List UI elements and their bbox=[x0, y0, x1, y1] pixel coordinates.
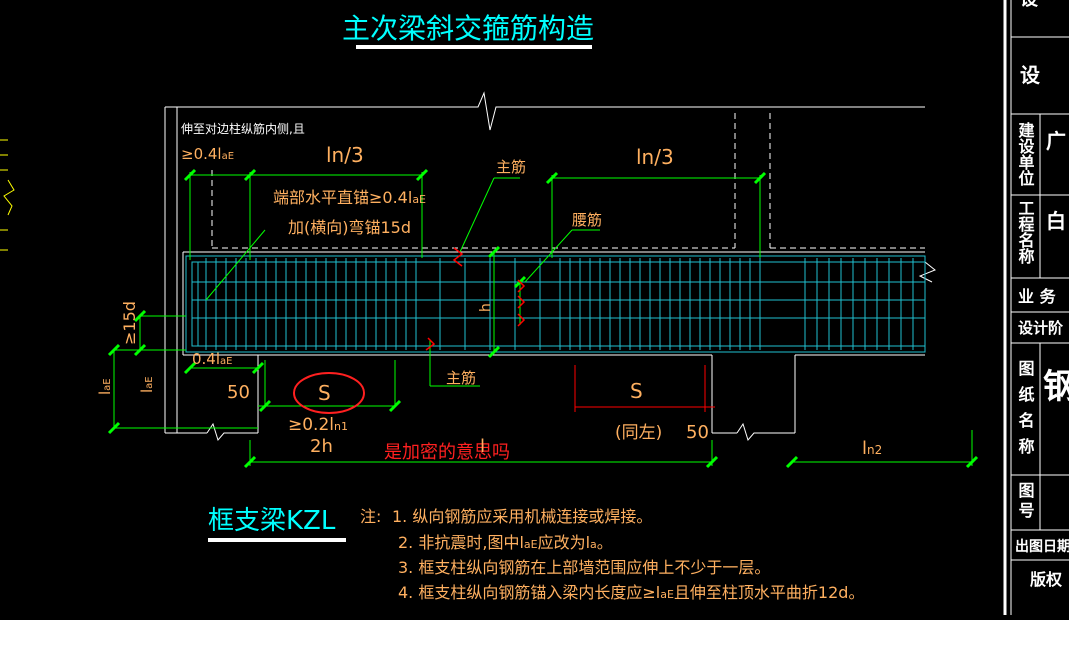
dimension-tick bbox=[258, 399, 272, 413]
right-break-line bbox=[918, 261, 936, 283]
ln-mid-label: l bbox=[480, 436, 485, 457]
red-break-marks bbox=[425, 247, 526, 351]
s-right-label: S bbox=[630, 379, 643, 403]
dimension-lines bbox=[113, 172, 973, 466]
dimension-tick bbox=[487, 245, 501, 259]
main-rebar-bottom-label: 主筋 bbox=[446, 369, 476, 387]
dimension-tick bbox=[965, 455, 979, 469]
rebar-cage bbox=[185, 255, 926, 353]
anchor-04-label: 0.4laE bbox=[192, 350, 232, 368]
tb-r1: 设 bbox=[1020, 63, 1040, 87]
beam-label-underline bbox=[208, 538, 346, 542]
drawing-title: 主次梁斜交箍筋构造 bbox=[342, 12, 594, 45]
tb-r6-value: 钢 bbox=[1043, 367, 1069, 407]
fifty-right-label: 50 bbox=[686, 422, 709, 443]
dimension-tick bbox=[487, 345, 501, 359]
end-anchor-text-1: 端部水平直锚≥0.4laE bbox=[273, 188, 426, 207]
tb-r8-label: 出图日期 bbox=[1015, 538, 1069, 555]
tb-r6-label: 图纸名称 bbox=[1016, 360, 1035, 464]
extend-note-1: 伸至对边柱纵筋内侧,且 bbox=[181, 121, 305, 136]
tb-r5-label: 设计阶 bbox=[1018, 319, 1064, 337]
ge-02-label: ≥0.2ln1 bbox=[288, 415, 348, 435]
dimension-tick bbox=[183, 361, 197, 375]
dimension-tick bbox=[133, 309, 147, 323]
column-outlines bbox=[164, 107, 925, 442]
dimension-tick bbox=[133, 343, 147, 357]
dimension-tick bbox=[545, 171, 559, 185]
dimension-tick bbox=[107, 421, 121, 435]
beam-label: 框支梁KZL bbox=[208, 506, 336, 536]
title-underline bbox=[356, 45, 592, 49]
dimension-tick bbox=[107, 343, 121, 357]
notes-prefix: 注: bbox=[360, 507, 381, 526]
ln3-left-label: ln/3 bbox=[326, 143, 364, 167]
fifty-left-label: 50 bbox=[227, 382, 250, 403]
tb-r2-label: 建设单位 bbox=[1016, 122, 1035, 187]
title-block-frame bbox=[1003, 0, 1069, 615]
tb-r4-label: 业 务 bbox=[1018, 287, 1057, 306]
left-edge-fragment bbox=[0, 139, 15, 251]
question-annotation: 是加密的意思吗 bbox=[384, 442, 510, 463]
red-dimension bbox=[574, 365, 715, 412]
note-4: 4. 框支柱纵向钢筋锚入梁内长度应≥laE且伸至柱顶水平曲折12d。 bbox=[398, 583, 864, 602]
s-left-label: S bbox=[318, 381, 331, 405]
ln3-right-label: ln/3 bbox=[636, 145, 674, 169]
same-left-label: (同左) bbox=[615, 423, 662, 443]
dimension-tick bbox=[753, 171, 767, 185]
top-break-line bbox=[165, 91, 925, 131]
tb-r3-value: 白 bbox=[1046, 209, 1066, 233]
tb-r3-label: 工程名称 bbox=[1016, 200, 1035, 265]
ln2-label: ln2 bbox=[862, 438, 882, 459]
dimension-tick bbox=[785, 455, 799, 469]
fifteen-d-label: ≥15d bbox=[120, 301, 139, 345]
note-3: 3. 框支柱纵向钢筋在上部墙范围应伸上不少于一层。 bbox=[398, 558, 770, 577]
stirrup-lines bbox=[205, 258, 914, 350]
tb-r9-label: 版权 bbox=[1029, 570, 1063, 589]
waist-rebar-label: 腰筋 bbox=[572, 211, 602, 229]
dimension-tick bbox=[183, 168, 197, 182]
dimension-tick bbox=[388, 399, 402, 413]
lae-label-1: laE bbox=[96, 378, 114, 395]
extend-note-2: ≥0.4laE bbox=[181, 145, 234, 163]
tb-r0: 设 bbox=[1020, 0, 1038, 10]
two-h-label: 2h bbox=[310, 436, 333, 457]
dashed-wall-lines bbox=[211, 113, 925, 249]
h-label: h bbox=[478, 303, 494, 312]
end-anchor-text-2: 加(横向)弯锚15d bbox=[288, 218, 411, 237]
bottom-panel bbox=[0, 620, 1069, 663]
dimension-tick bbox=[705, 455, 719, 469]
tb-r2-value: 广 bbox=[1046, 129, 1066, 153]
note-2: 2. 非抗震时,图中laE应改为la。 bbox=[398, 533, 613, 552]
main-rebar-top-label: 主筋 bbox=[496, 158, 526, 176]
dimension-tick bbox=[243, 455, 257, 469]
tb-r7-label: 图号 bbox=[1016, 482, 1035, 522]
lae-label-2: laE bbox=[138, 376, 156, 393]
note-1: 1. 纵向钢筋应采用机械连接或焊接。 bbox=[392, 507, 652, 526]
dimension-tick bbox=[243, 168, 257, 182]
dimension-tick bbox=[251, 361, 265, 375]
annotation-circle bbox=[293, 372, 365, 414]
dimension-tick bbox=[415, 168, 429, 182]
